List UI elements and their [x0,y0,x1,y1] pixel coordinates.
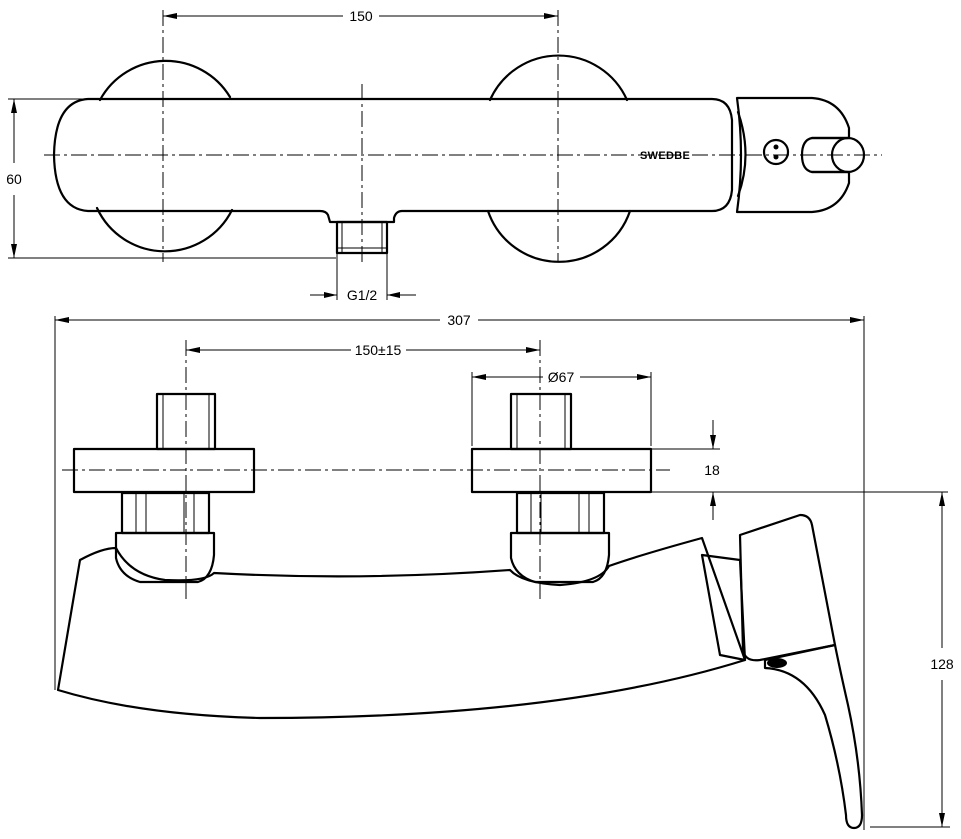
right-inlet-pipe [509,392,573,451]
dim-label-307: 307 [447,312,471,328]
left-eccentric [114,531,216,584]
dim-label-60: 60 [6,171,22,187]
dim-thread: G1/2 [310,253,416,303]
dim-label-150-15: 150±15 [355,342,402,358]
right-rosette-upper [488,54,629,102]
left-connector [72,392,256,584]
top-body-outline [52,97,734,224]
dim-overall-width: 307 [54,312,865,830]
dim-label-o67: Ø67 [548,369,575,385]
right-hex-nut [515,491,606,535]
right-rosette-lower [486,209,632,263]
knob-body [738,513,837,662]
dim-top-centers: 150 [163,8,558,24]
dim-front-height: 128 [870,492,954,828]
top-view: SWEDBE 150 60 [6,8,882,303]
safety-dot-bottom [773,154,779,160]
dim-rosette-depth: 18 [651,420,948,520]
left-rosette-upper [98,59,232,102]
lever-outline [763,643,864,830]
dim-label-150: 150 [349,8,373,24]
dim-top-height: 60 [6,98,336,259]
front-view: 307 150±15 Ø67 18 [54,312,954,830]
left-hex-nut [120,491,211,535]
dim-label-18: 18 [704,462,720,478]
safety-button-icon [762,138,790,166]
right-connector [470,392,653,584]
left-rosette-lower [95,206,234,253]
dim-label-g12: G1/2 [347,287,378,303]
lever-pivot [767,658,787,668]
dim-rosette-diameter: Ø67 [471,369,652,446]
dim-label-128: 128 [930,656,954,672]
right-eccentric [509,531,611,584]
dim-centers-range: 150±15 [186,342,540,358]
knob-ring [736,110,747,198]
brand-label: SWEDBE [640,150,690,162]
safety-dot-top [773,144,779,150]
front-body-outline [56,536,747,720]
knob-connector [700,553,747,662]
